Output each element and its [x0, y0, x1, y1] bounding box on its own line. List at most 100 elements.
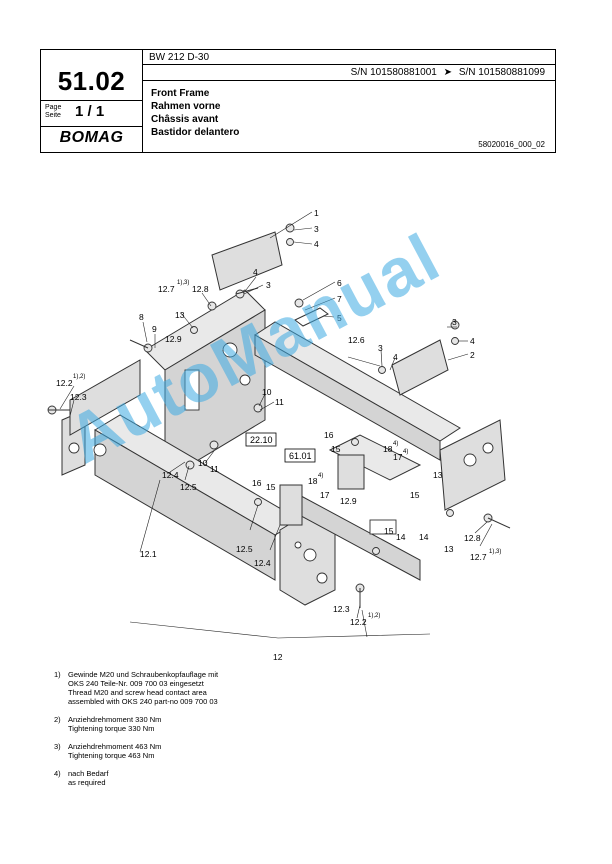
- footnote-marker: 4): [54, 769, 61, 778]
- callout-label: 12.4: [162, 470, 179, 480]
- page-number: 1 / 1: [75, 103, 105, 120]
- page-label: Page Seite: [45, 104, 61, 120]
- callout-footnote: 1),2): [368, 613, 380, 619]
- serial-to: S/N 101580881099: [458, 67, 545, 78]
- reference-label: 22.10: [250, 435, 273, 445]
- callout-label: 12.3: [70, 392, 87, 402]
- callout-label: 4: [393, 352, 398, 362]
- callout-label: 14: [419, 532, 429, 542]
- footnote-line: Tightening torque 463 Nm: [68, 751, 155, 760]
- callout-label: 12: [273, 652, 283, 660]
- callout-label: 4: [470, 336, 475, 346]
- callout-label: 13: [433, 470, 443, 480]
- callout-footnote: 4): [403, 449, 408, 455]
- callout-label: 12.7: [158, 284, 175, 294]
- callout-label: 6: [337, 278, 342, 288]
- callout-footnote: 1),3): [177, 280, 189, 286]
- arrow-icon: ➤: [443, 67, 453, 78]
- reference-label: 61.01: [289, 451, 312, 461]
- title-block-rule: [142, 80, 556, 81]
- callout-label: 13: [444, 544, 454, 554]
- callout-label: 12.3: [333, 604, 350, 614]
- footnote-line: OKS 240 Teile-Nr. 009 700 03 eingesetzt: [68, 679, 204, 688]
- callout-label: 15: [410, 490, 420, 500]
- callout-footnote: 4): [393, 441, 398, 447]
- reference-box: [284, 448, 316, 463]
- callout-label: 5: [337, 313, 342, 323]
- callout-label: 12.9: [165, 334, 182, 344]
- callout-label: 4: [314, 239, 319, 249]
- callout-label: 16: [324, 430, 334, 440]
- callout-label: 12.8: [192, 284, 209, 294]
- callout-label: 8: [139, 312, 144, 322]
- callout-label: 9: [152, 324, 157, 334]
- footnote-marker: 2): [54, 715, 61, 724]
- callout-label: 12.8: [464, 533, 481, 543]
- part-titles: Front Frame Rahmen vorne Châssis avant B…: [151, 87, 239, 139]
- callout-label: 11: [210, 464, 219, 474]
- clip-part-5: [294, 307, 329, 327]
- callout-label: 7: [337, 294, 342, 304]
- callout-label: 13: [175, 310, 185, 320]
- title-block-rule: [142, 64, 556, 65]
- machine-model: BW 212 D-30: [149, 52, 210, 63]
- callout-label: 18: [308, 476, 318, 486]
- callout-label: 18: [383, 444, 393, 454]
- callout-label: 1: [314, 208, 319, 218]
- callout-label: 16: [252, 478, 262, 488]
- drawing-number: 58020016_000_02: [478, 140, 545, 149]
- footnote-item: 1) Gewinde M20 und Schraubenkopfauflage m…: [54, 670, 218, 706]
- callout-label: 17: [393, 452, 403, 462]
- frame-part: [254, 321, 461, 461]
- callout-label: 12.2: [56, 378, 73, 388]
- callout-labels: 1 3 4 4 3 12.7 1),3) 12.8 13 8 9 12.9 12…: [56, 208, 501, 660]
- title-es: Bastidor delantero: [151, 127, 240, 138]
- page-label-de: Page: [45, 104, 62, 111]
- title-block-rule: [41, 100, 142, 101]
- exploded-view-drawing: 1 3 4 4 3 12.7 1),3) 12.8 13 8 9 12.9 12…: [47, 208, 511, 660]
- callout-label: 12.4: [254, 558, 271, 568]
- title-block: BW 212 D-30 S/N 101580881001 ➤ S/N 10158…: [40, 49, 556, 153]
- callout-label: 14: [396, 532, 406, 542]
- page-label-en: Seite: [45, 112, 61, 119]
- callout-footnote: 1),3): [489, 549, 501, 555]
- callout-label: 12.5: [236, 544, 253, 554]
- title-de: Rahmen vorne: [151, 101, 221, 112]
- serial-range: S/N 101580881001 ➤ S/N 101580881099: [351, 67, 545, 78]
- callout-footnote: 1),2): [73, 374, 85, 380]
- callout-label: 15: [331, 444, 341, 454]
- footnote-line: Anziehdrehmoment 330 Nm: [68, 715, 162, 724]
- footnote-line: Gewinde M20 und Schraubenkopfauflage mit: [68, 670, 219, 679]
- callout-label: 12.5: [180, 482, 197, 492]
- footnote-marker: 3): [54, 742, 61, 751]
- group-number: 51.02: [57, 66, 126, 96]
- callout-label: 3: [314, 224, 319, 234]
- callout-label: 17: [320, 490, 330, 500]
- bracket-part-2: [391, 339, 449, 396]
- frame-part: [61, 359, 141, 476]
- callout-label: 12.6: [348, 335, 365, 345]
- footnote-line: Anziehdrehmoment 463 Nm: [68, 742, 162, 751]
- callout-label: 12.2: [350, 617, 367, 627]
- footnote-marker: 1): [54, 670, 61, 679]
- callout-label: 11: [275, 397, 284, 407]
- callout-label: 4: [253, 267, 258, 277]
- serial-from: S/N 101580881001: [350, 67, 437, 78]
- callout-label: 15: [266, 482, 276, 492]
- callout-leaders: [59, 211, 493, 639]
- callout-footnote: 4): [318, 473, 323, 479]
- callout-label: 10: [198, 458, 208, 468]
- footnote-line: assembled with OKS 240 part-no 009 700 0…: [68, 697, 218, 706]
- callout-label: 12.1: [140, 549, 157, 559]
- footnote-line: as required: [68, 778, 106, 787]
- footnote-line: Tightening torque 330 Nm: [68, 724, 155, 733]
- callout-label: 10: [262, 387, 272, 397]
- bracket-part-1: [211, 231, 283, 291]
- footnotes: 1) Gewinde M20 und Schraubenkopfauflage m…: [54, 670, 218, 796]
- callout-label: 3: [452, 317, 457, 327]
- title-block-divider: [142, 50, 143, 153]
- callout-label: 3: [378, 343, 383, 353]
